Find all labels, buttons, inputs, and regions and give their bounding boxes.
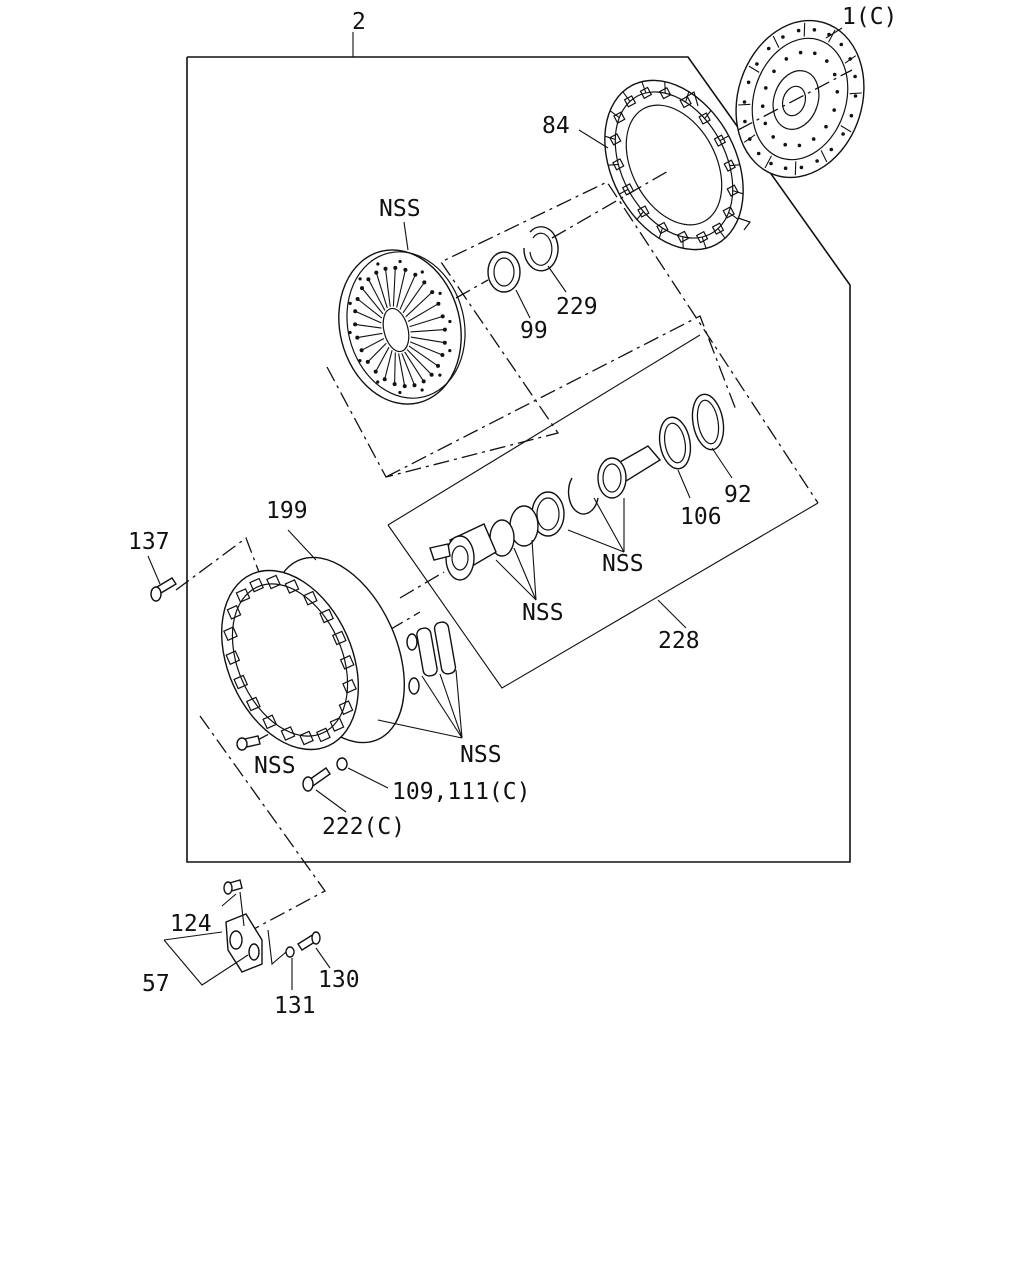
label-snap-ring-229: 229 (556, 294, 598, 320)
label-bearing-99: 99 (520, 318, 548, 344)
label-shim-92: 92 (724, 482, 752, 508)
link-plates (377, 621, 463, 739)
pressure-plate (578, 79, 751, 251)
label-bolt-130: 130 (318, 967, 360, 993)
label-washer-106: 106 (680, 504, 722, 530)
clutch-cover (338, 221, 466, 405)
label-washer-131: 131 (274, 993, 316, 1019)
label-pin-nss: NSS (254, 753, 296, 779)
snap-ring-229 (523, 226, 567, 293)
bolt-222 (302, 767, 347, 813)
washer-109 (336, 757, 389, 789)
label-plates-nss: NSS (460, 742, 502, 768)
bracket-57 (163, 879, 287, 986)
label-housing-199: 199 (266, 498, 308, 524)
label-bracket-57: 57 (142, 971, 170, 997)
bearing-99 (487, 251, 531, 319)
label-slave-nss-lower: NSS (522, 600, 564, 626)
callout-labels: 2 1(C) 84 NSS 229 99 92 106 NSS NSS 228 … (128, 4, 897, 1019)
bolt-130 (297, 931, 331, 969)
label-bolt-124: 124 (170, 911, 212, 937)
washer-106 (658, 416, 692, 499)
label-washer-109-111: 109,111(C) (392, 779, 530, 805)
label-slave-kit-228: 228 (658, 628, 700, 654)
assembly-frame (186, 32, 851, 863)
label-pressure-plate: 84 (542, 113, 570, 139)
label-bolt-137: 137 (128, 529, 170, 555)
shim-92 (691, 393, 733, 479)
label-bolt-222: 222(C) (322, 814, 405, 840)
clutch-housing (220, 529, 406, 751)
label-clutch-disc: 1(C) (842, 4, 897, 30)
bolt-137 (147, 555, 177, 602)
washer-131 (285, 946, 295, 990)
label-assembly: 2 (352, 9, 366, 35)
pin-nss (236, 735, 261, 751)
label-clutch-cover: NSS (379, 196, 421, 222)
label-slave-nss-upper: NSS (602, 551, 644, 577)
clutch-disc (735, 19, 865, 179)
slave-cylinder-parts (387, 334, 819, 689)
